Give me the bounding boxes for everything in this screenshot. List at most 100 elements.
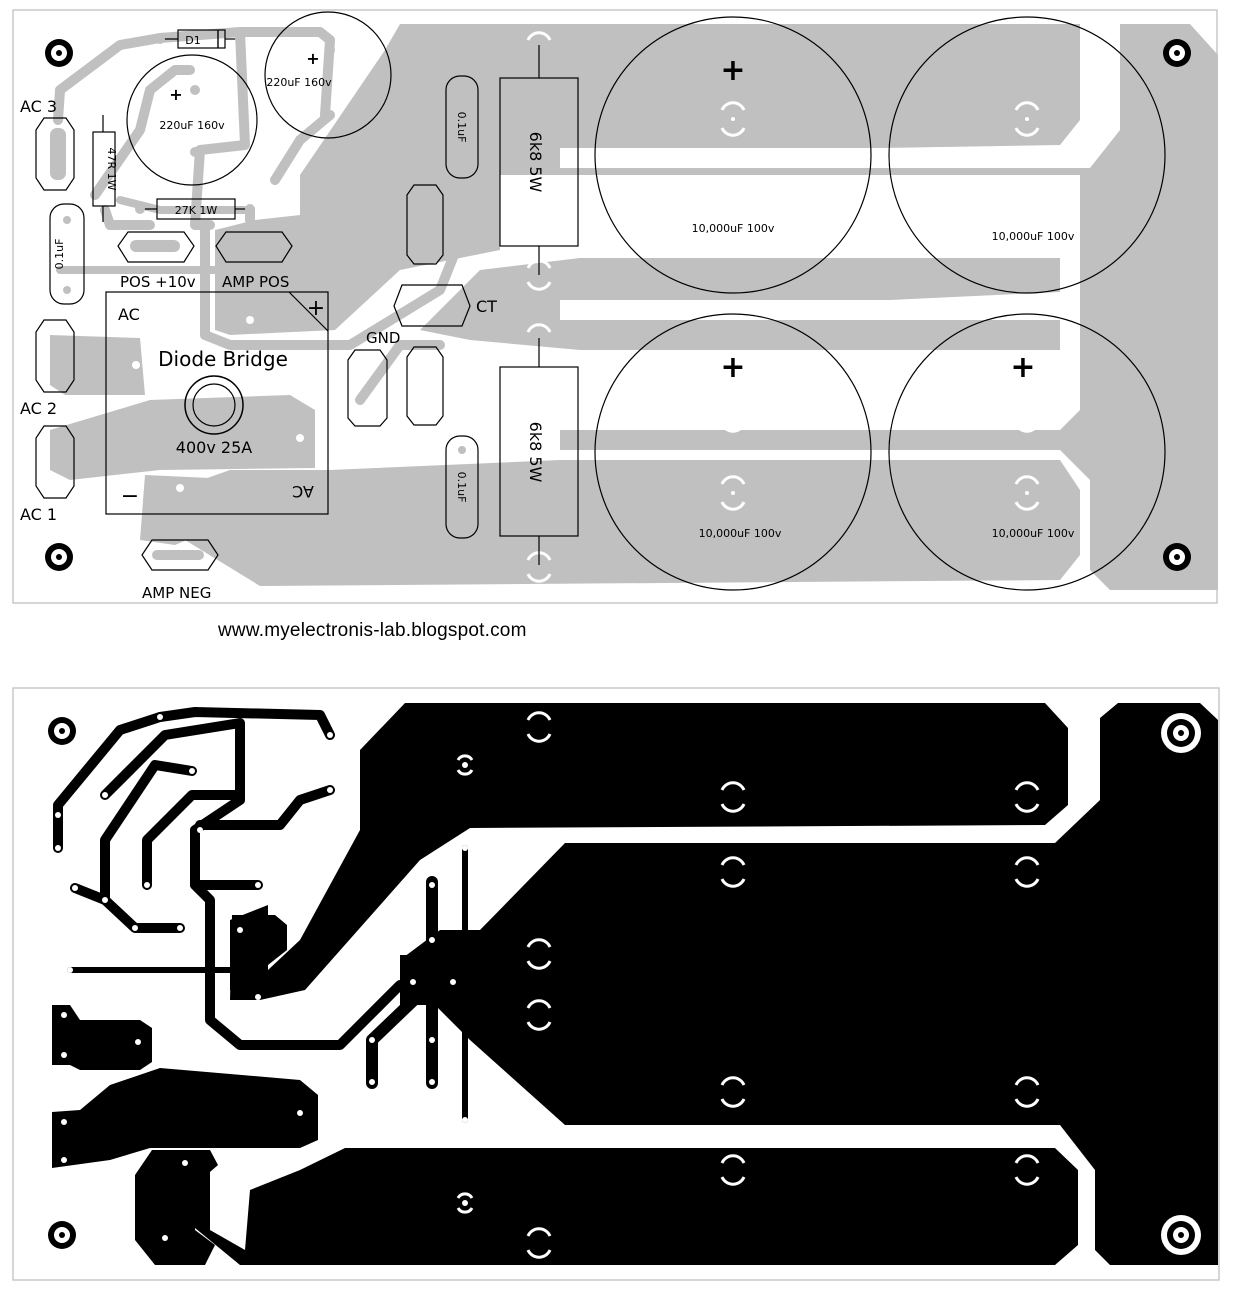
label-gnd: GND	[366, 329, 400, 347]
top-center-tap-plane	[420, 258, 1060, 350]
ac2-connector	[35, 319, 75, 393]
ct-connector	[393, 284, 471, 327]
film-capacitors: 0.1uF 0.1uF 0.1uF	[49, 75, 479, 539]
big-cap-bl-label: 10,000uF 100v	[699, 527, 782, 540]
diode-d1-label: D1	[185, 34, 200, 47]
bottom-ac2-pour	[52, 1005, 152, 1070]
resistor-27k	[156, 198, 236, 220]
top-labels: AC 3 AC 2 AC 1 POS +10v AMP POS AMP NEG …	[20, 97, 497, 602]
mounting-hole-icon	[48, 1221, 76, 1249]
label-ac3: AC 3	[20, 97, 57, 116]
top-ac1-copper	[50, 395, 315, 480]
mounting-hole-icon	[1161, 1215, 1201, 1255]
pos10-connector	[117, 231, 195, 263]
cap-01-left-label: 0.1uF	[53, 239, 66, 270]
label-ac2: AC 2	[20, 399, 57, 418]
resistor-6k8-bottom	[499, 366, 579, 537]
bottom-mounting-holes	[48, 713, 1201, 1255]
mounting-hole-icon	[1163, 543, 1191, 571]
diode-bridge-outline	[105, 291, 329, 515]
resistor-6k8-top-label: 6k8 5W	[526, 132, 545, 193]
bridge-rating: 400v 25A	[176, 438, 252, 457]
bottom-ac1-pour	[52, 1068, 318, 1168]
big-cap-tr-label: 10,000uF 100v	[992, 230, 1075, 243]
ac1-connector	[35, 425, 75, 499]
big-capacitor-bl	[594, 313, 872, 591]
website-url: www.myelectronis-lab.blogspot.com	[218, 620, 527, 641]
amp-neg-connector	[141, 539, 219, 571]
top-positive-rail	[215, 24, 1218, 590]
mounting-hole-icon	[1161, 713, 1201, 753]
plus-icon: +	[720, 350, 745, 385]
cap-220uf-right	[264, 11, 392, 139]
diode-bridge: + − AC AC Diode Bridge 400v 25A	[105, 291, 329, 515]
cap-220uf-right-label: 220uF 160v	[266, 76, 332, 89]
resistor-6k8-bottom-label: 6k8 5W	[526, 422, 545, 483]
small-electrolytics: + 220uF 160v + 220uF 160v	[126, 11, 392, 186]
bottom-negative-pour	[180, 1148, 1078, 1265]
copper-side-layout	[12, 687, 1220, 1281]
power-resistors: 6k8 5W 6k8 5W	[499, 45, 579, 565]
label-ac1: AC 1	[20, 505, 57, 524]
plus-icon: +	[306, 49, 319, 68]
label-amp-neg: AMP NEG	[142, 584, 211, 602]
top-mounting-holes	[45, 39, 1191, 571]
top-amp-pos-copper	[220, 230, 290, 320]
big-cap-br-label: 10,000uF 100v	[992, 527, 1075, 540]
bridge-ac-bottom-label: AC	[292, 482, 314, 501]
plus-icon: +	[1010, 350, 1035, 385]
big-capacitors: 10,000uF 100v 10,000uF 100v 10,000uF 100…	[526, 16, 1166, 591]
big-capacitor-tl	[594, 16, 872, 294]
ac3-connector	[35, 117, 75, 191]
bottom-tracks	[53, 707, 468, 1123]
diode-d1	[177, 29, 226, 49]
big-capacitor-tr	[888, 16, 1166, 294]
top-amp-neg-copper	[140, 475, 210, 545]
top-connectors	[35, 117, 471, 571]
bottom-center-pour	[400, 703, 1218, 1265]
big-capacitor-br	[888, 313, 1166, 591]
cap-220uf-left	[126, 54, 258, 186]
top-ac2-copper	[50, 335, 145, 395]
bottom-cap-pads	[456, 711, 1040, 1259]
top-copper-areas	[50, 24, 1218, 590]
resistor-47r-label: 47R 1W	[105, 147, 118, 190]
cap-01-top	[445, 75, 479, 179]
mounting-hole-icon	[45, 39, 73, 67]
bottom-amp-neg-pour	[135, 1150, 218, 1265]
cap-01-top-label: 0.1uF	[455, 112, 468, 143]
cap-220uf-left-label: 220uF 160v	[159, 119, 225, 132]
bottom-amp-pos-pour	[230, 915, 287, 1000]
label-ct: CT	[476, 297, 497, 316]
small-parts: D1 47R 1W 27K 1W	[92, 29, 255, 222]
bottom-positive-pour	[230, 703, 1068, 1000]
resistor-27k-label: 27K 1W	[175, 204, 218, 217]
plus-icon: +	[307, 296, 325, 321]
bridge-ac-top-label: AC	[118, 305, 140, 324]
component-side-layout: 10,000uF 100v 10,000uF 100v 10,000uF 100…	[12, 9, 1218, 604]
plus-icon: +	[169, 85, 182, 104]
minus-icon: −	[121, 484, 139, 509]
big-cap-tl-label: 10,000uF 100v	[692, 222, 775, 235]
cap-01-left	[49, 203, 85, 305]
big-cap-holes	[731, 117, 1029, 495]
big-cap-pads	[526, 31, 1040, 583]
jumper-pad-top	[406, 184, 444, 265]
gnd-connector	[347, 349, 388, 427]
amp-pos-connector	[215, 231, 293, 263]
label-pos10: POS +10v	[120, 273, 196, 291]
bottom-drill-holes	[55, 714, 468, 1241]
bridge-title: Diode Bridge	[158, 347, 288, 371]
mounting-hole-icon	[48, 717, 76, 745]
jumper-pad-bottom	[406, 346, 444, 426]
resistor-47r	[92, 131, 116, 207]
cap-01-bottom	[445, 435, 479, 539]
label-amp-pos: AMP POS	[222, 273, 289, 291]
mounting-hole-icon	[45, 543, 73, 571]
resistor-6k8-top	[499, 77, 579, 247]
plus-icon: +	[720, 53, 745, 88]
bridge-mount-hole	[184, 375, 244, 435]
mounting-hole-icon	[1163, 39, 1191, 67]
cap-01-bottom-label: 0.1uF	[455, 472, 468, 503]
